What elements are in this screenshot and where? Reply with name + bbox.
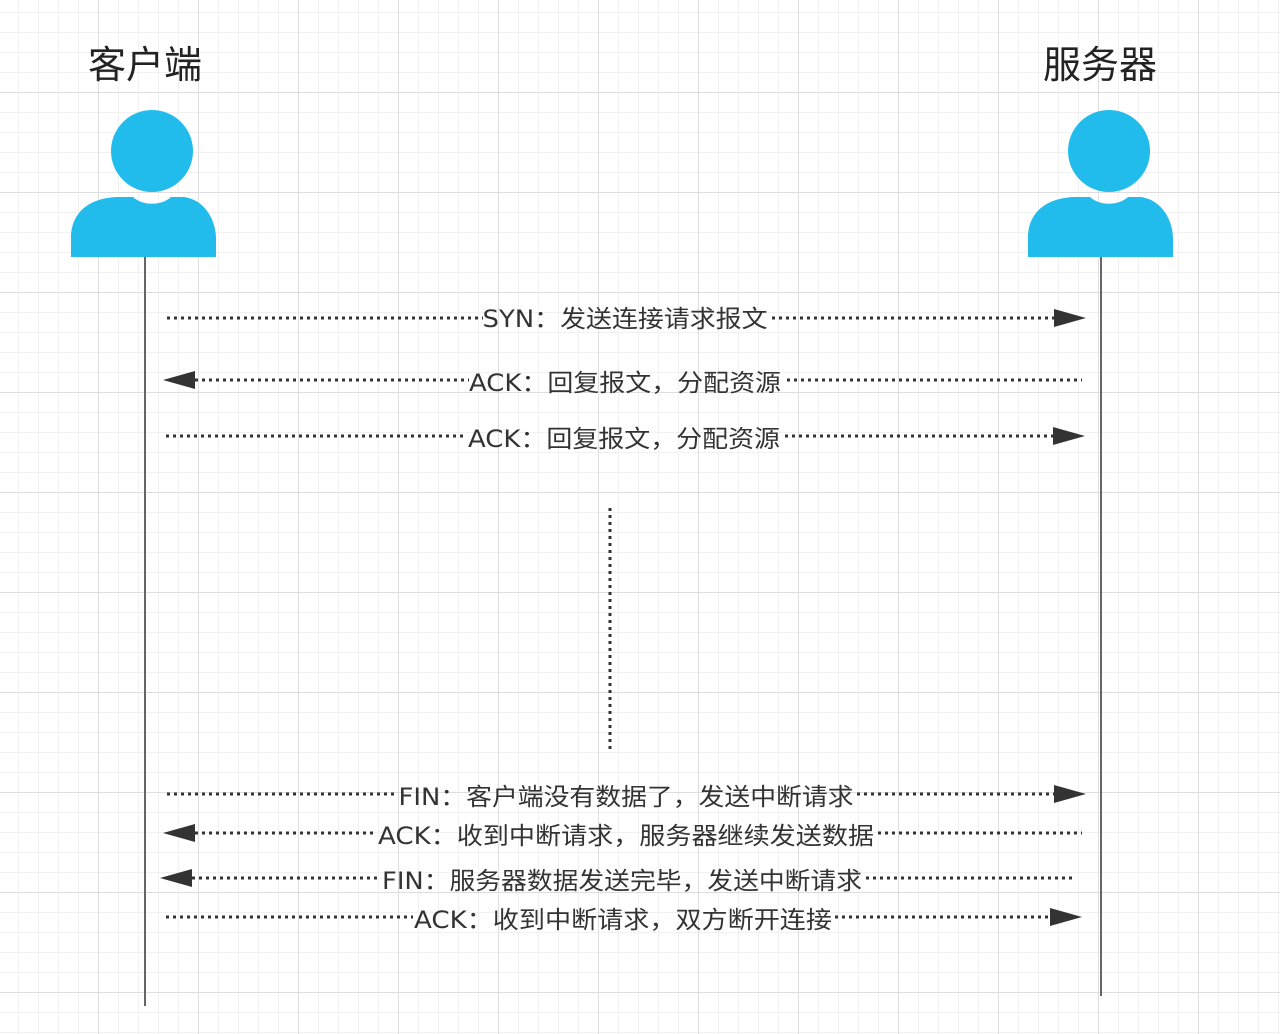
- message-fin-client: FIN：客户端没有数据了，发送中断请求: [167, 783, 1086, 811]
- arrowhead-left-icon: [160, 869, 192, 887]
- arrowhead-left-icon: [163, 824, 195, 842]
- client-person-icon: [71, 110, 216, 257]
- message-ack-confirm: ACK：回复报文，分配资源: [166, 425, 1085, 453]
- arrowhead-right-icon: [1054, 785, 1086, 803]
- message-label: FIN：服务器数据发送完毕，发送中断请求: [382, 867, 862, 895]
- client-label: 客户端: [88, 43, 202, 87]
- message-label: FIN：客户端没有数据了，发送中断请求: [399, 783, 854, 811]
- arrowhead-right-icon: [1053, 427, 1085, 445]
- message-syn: SYN：发送连接请求报文: [167, 305, 1086, 333]
- message-label: SYN：发送连接请求报文: [483, 305, 768, 333]
- message-label: ACK：收到中断请求，双方断开连接: [414, 906, 832, 934]
- message-label: ACK：回复报文，分配资源: [468, 425, 780, 453]
- message-label: ACK：收到中断请求，服务器继续发送数据: [378, 822, 874, 850]
- server-actor: 服务器: [1028, 43, 1173, 996]
- message-label: ACK：回复报文，分配资源: [469, 369, 781, 397]
- arrowhead-right-icon: [1054, 309, 1086, 327]
- message-ack-close: ACK：收到中断请求，双方断开连接: [166, 906, 1082, 934]
- client-actor: 客户端: [71, 43, 216, 1006]
- message-fin-server: FIN：服务器数据发送完毕，发送中断请求: [160, 867, 1072, 895]
- message-ack-reply: ACK：回复报文，分配资源: [163, 369, 1082, 397]
- server-person-icon: [1028, 110, 1173, 257]
- message-ack-server: ACK：收到中断请求，服务器继续发送数据: [163, 822, 1082, 850]
- arrowhead-right-icon: [1050, 908, 1082, 926]
- arrowhead-left-icon: [163, 371, 195, 389]
- server-label: 服务器: [1043, 43, 1157, 87]
